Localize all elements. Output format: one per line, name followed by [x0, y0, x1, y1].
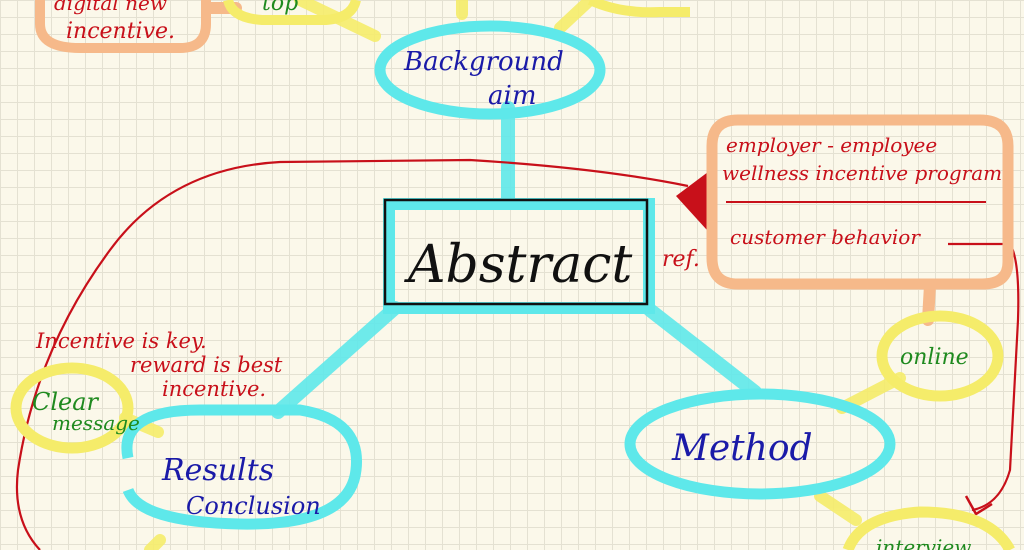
ref-line2: wellness incentive program	[722, 161, 1002, 185]
node-results-line2: Conclusion	[186, 492, 321, 520]
node-digital-line1: digital new	[54, 0, 167, 15]
reference-lines	[15, 158, 1020, 550]
orange-box	[706, 114, 1014, 290]
connector-bottom-left	[144, 534, 166, 550]
ref-line3: customer behavior	[730, 225, 921, 249]
orange-bubble	[35, 0, 211, 53]
node-interview-label: interview	[876, 535, 971, 550]
node-online-label: online	[900, 345, 969, 370]
ref-line1: employer - employee	[726, 133, 937, 157]
node-method[interactable]: Method	[624, 388, 896, 500]
connector-method-interview	[814, 490, 862, 526]
connector-top-right	[554, 0, 596, 34]
node-abstract[interactable]: Abstract	[383, 198, 655, 314]
yellow-bubble-partial	[223, 0, 361, 25]
note-line2: reward is best	[130, 353, 283, 377]
node-abstract-label: Abstract	[404, 235, 632, 295]
connector-abstract-results	[271, 301, 402, 419]
ref-curve-right	[948, 242, 1020, 512]
yellow-bubble-partial	[842, 506, 1015, 550]
node-results[interactable]: Results Conclusion	[121, 404, 363, 530]
cyan-ellipse	[374, 20, 606, 120]
node-top-label: top	[262, 0, 298, 16]
yellow-ellipse	[10, 362, 134, 454]
node-reference-box[interactable]: employer - employee wellness incentive p…	[706, 114, 1014, 290]
yellow-ellipse	[876, 310, 1004, 402]
note-line3: incentive.	[162, 377, 266, 401]
node-digital-line2: incentive.	[66, 19, 175, 44]
node-clear-line1: Clear	[32, 388, 100, 416]
cyan-ellipse	[121, 404, 363, 530]
cyan-ellipse	[624, 388, 896, 500]
ref-arrowhead-bottom	[964, 495, 993, 516]
note-line1: Incentive is key.	[35, 329, 207, 353]
ref-curve-left	[15, 158, 689, 550]
cyan-connectors	[271, 101, 762, 419]
node-interview-partial[interactable]: interview	[842, 506, 1015, 550]
node-background-line2: aim	[488, 81, 536, 111]
node-background[interactable]: Background aim	[374, 20, 606, 120]
node-method-label: Method	[671, 428, 813, 469]
node-background-line1: Background	[403, 47, 564, 77]
node-clear-line2: message	[52, 411, 140, 435]
connector-abstract-method	[643, 303, 762, 399]
results-notes: Incentive is key. reward is best incenti…	[35, 329, 283, 401]
node-digital-incentive[interactable]: digital new incentive.	[35, 0, 211, 53]
cyan-box-highlight	[383, 198, 655, 314]
node-results-line1: Results	[161, 453, 274, 488]
node-online[interactable]: online	[876, 310, 1004, 402]
ref-label: ref.	[662, 247, 700, 272]
black-box	[383, 198, 649, 306]
node-top-partial[interactable]: top	[223, 0, 361, 25]
top-right-bubble-partial	[587, 0, 690, 18]
red-arrowhead-icon	[676, 166, 716, 240]
node-clear-message[interactable]: Clear message	[10, 362, 140, 454]
